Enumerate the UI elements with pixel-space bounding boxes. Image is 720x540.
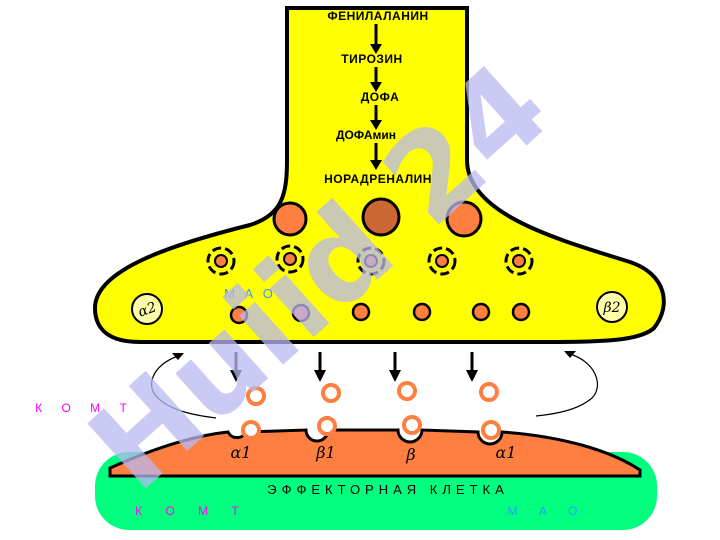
effector-cell — [95, 428, 657, 530]
granule — [427, 246, 457, 276]
receptor-alpha1-right: α1 — [496, 443, 517, 462]
pathway-arrow-4 — [370, 143, 382, 170]
mao-label-effector: М А О — [507, 504, 586, 518]
granule-row — [206, 244, 534, 276]
reuptake-arrow-right — [535, 353, 599, 417]
transmitter-molecule — [397, 381, 417, 401]
transmitter-molecule — [481, 420, 501, 440]
storage-vesicle — [272, 201, 308, 237]
receptor-beta: β — [405, 445, 415, 464]
receptor-beta2-label: β2 — [602, 300, 620, 316]
release-vesicles — [229, 302, 531, 325]
release-arrow — [389, 352, 401, 382]
reuptake-arrow-left — [151, 355, 217, 419]
transmitter-molecule — [479, 382, 499, 402]
pathway-step-5: НОРАДРЕНАЛИН — [324, 172, 432, 186]
storage-vesicle — [361, 197, 401, 237]
granule — [356, 246, 386, 276]
release-vesicle — [471, 302, 491, 322]
pathway-step-4: ДОФАмин — [336, 128, 396, 142]
mao-label-terminal: М А О — [224, 286, 276, 301]
reuptake-arrowhead-right — [564, 351, 576, 358]
pathway-arrow-2 — [370, 67, 382, 92]
effector-membrane — [108, 428, 642, 478]
release-arrow — [230, 352, 242, 382]
release-vesicle — [412, 302, 432, 322]
release-vesicle — [291, 303, 311, 323]
transmitter-molecule — [402, 415, 422, 435]
cleft-transmitter — [241, 381, 501, 440]
transmitter-molecule — [317, 416, 337, 436]
pathway-arrow-1 — [370, 24, 382, 54]
postsynaptic-receptors: α1 β1 β α1 — [231, 443, 517, 464]
release-vesicle — [229, 305, 249, 325]
reuptake-arrowhead-left — [172, 353, 184, 360]
release-vesicle — [511, 302, 531, 322]
transmitter-molecule — [321, 383, 341, 403]
granule — [275, 244, 305, 274]
pathway-step-1: ФЕНИЛАЛАНИН — [327, 9, 428, 23]
storage-vesicles — [272, 197, 483, 238]
transmitter-molecule — [241, 420, 261, 440]
receptor-alpha1-left: α1 — [231, 443, 252, 462]
receptor-alpha2-label: α2 — [136, 299, 159, 320]
transmitter-molecule — [246, 386, 266, 406]
pathway-arrow-3 — [370, 105, 382, 130]
effector-title: ЭФФЕКТОРНАЯ КЛЕТКА — [267, 482, 509, 497]
granule — [504, 246, 534, 276]
granule — [206, 246, 236, 276]
release-arrows — [230, 352, 478, 382]
release-arrow — [466, 352, 478, 382]
release-vesicle — [351, 302, 371, 322]
pathway-step-2: ТИРОЗИН — [341, 52, 402, 66]
komt-label-cleft: К О М Т — [35, 401, 135, 415]
pathway-step-3: ДОФА — [361, 90, 400, 104]
storage-vesicle — [445, 200, 483, 238]
komt-label-effector: К О М Т — [135, 504, 249, 518]
receptor-beta1: β1 — [315, 443, 335, 462]
receptor-beta2: β2 — [596, 291, 628, 323]
release-arrow — [314, 352, 326, 382]
receptor-alpha2: α2 — [131, 293, 163, 325]
synthesis-pathway: ФЕНИЛАЛАНИН ТИРОЗИН ДОФА ДОФАмин НОРАДРЕ… — [324, 9, 432, 186]
